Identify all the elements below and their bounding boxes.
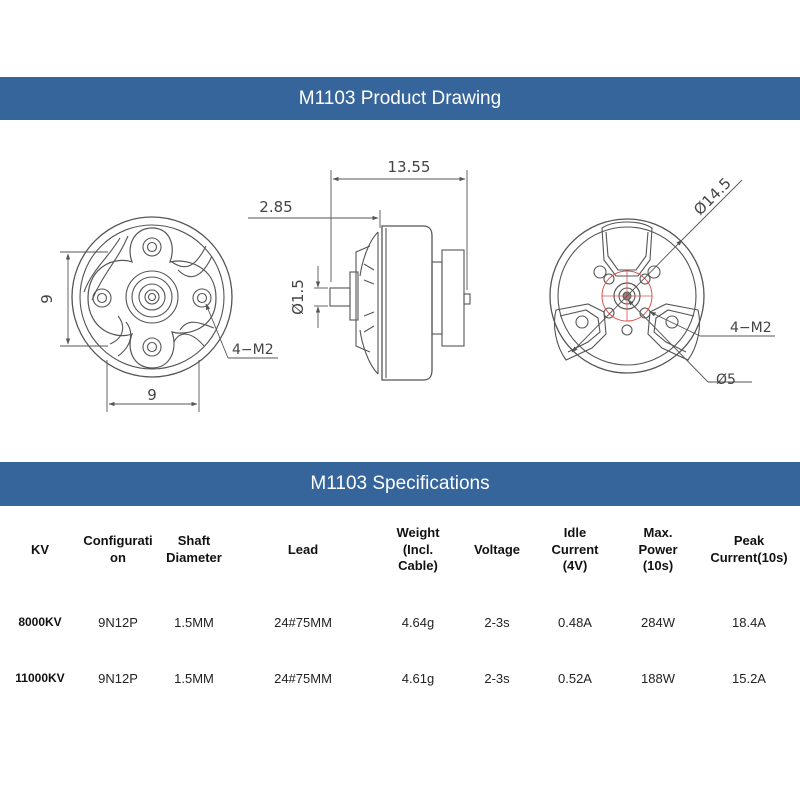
side-view — [329, 225, 471, 381]
column-header-text: KV — [30, 541, 50, 557]
table-cell: 1.5MM — [174, 614, 214, 630]
table-cell: 4.64g — [401, 614, 435, 630]
column-header-text: Lead — [287, 541, 319, 557]
column-header-text: on — [110, 550, 126, 565]
column-header-text: Max. — [643, 524, 673, 540]
table-cell: 1.5MM — [174, 670, 214, 686]
column-header-text: Current(10s) — [710, 550, 788, 565]
shaft-length-dimension: 2.85 — [259, 198, 292, 216]
column-header-text: Configurati — [83, 533, 153, 549]
column-header-text: Shaft — [177, 533, 211, 549]
overall-length-dimension: 13.55 — [388, 158, 431, 176]
product-drawing: 9 9 4−M2 13.55 2.85 Ø1.5 — [38, 158, 775, 412]
column-header-text: Cable) — [398, 558, 438, 574]
column-header-text: (Incl. — [402, 541, 434, 557]
table-cell: 284W — [641, 614, 675, 630]
rear-view-dimensions — [571, 179, 775, 383]
table-cell: 24#75MM — [274, 670, 332, 686]
drawing-title-banner: M1103 Product Drawing — [0, 77, 800, 120]
table-row: 11000KV 9N12P 1.5MM 24#75MM 4.61g 2-3s 0.52A 18… — [0, 650, 800, 706]
rear-hole-callout: 4−M2 — [730, 320, 772, 336]
front-view — [71, 216, 233, 378]
column-header-text: Voltage — [474, 541, 520, 557]
kv-cell: 8000KV — [18, 615, 62, 629]
table-cell: 18.4A — [732, 614, 766, 630]
table-cell: 9N12P — [98, 614, 138, 630]
kv-cell: 11000KV — [15, 671, 65, 685]
column-header: KV — [0, 506, 80, 594]
column-header: Weight(Incl.Cable) — [374, 506, 462, 594]
column-header-text: (4V) — [562, 558, 588, 574]
front-view-dimensions — [60, 251, 278, 412]
table-cell: 2-3s — [484, 614, 510, 630]
specs-title: M1103 Specifications — [310, 473, 490, 494]
column-header: Max.Power(10s) — [618, 506, 698, 594]
side-view-dimensions — [248, 170, 468, 328]
table-cell: 24#75MM — [274, 614, 332, 630]
rear-outer-diameter-dimension: Ø14.5 — [690, 174, 735, 219]
column-header: Voltage — [462, 506, 532, 594]
column-header-text: Weight — [396, 524, 440, 540]
table-cell: 4.61g — [401, 670, 435, 686]
column-header: Lead — [232, 506, 374, 594]
front-height-dimension: 9 — [38, 294, 56, 304]
table-row: 8000KV 9N12P 1.5MM 24#75MM 4.64g 2-3s 0.48A 284… — [0, 594, 800, 650]
front-hole-callout: 4−M2 — [232, 342, 274, 358]
bolt-circle-dimension: Ø5 — [716, 372, 736, 388]
shaft-diameter-dimension: Ø1.5 — [289, 279, 307, 315]
table-cell: 2-3s — [484, 670, 510, 686]
table-cell: 188W — [641, 670, 675, 686]
column-header-text: (10s) — [642, 558, 674, 574]
table-cell: 15.2A — [732, 670, 766, 686]
drawing-title: M1103 Product Drawing — [298, 87, 502, 109]
table-cell: 9N12P — [98, 670, 138, 686]
table-cell: 0.48A — [558, 614, 592, 630]
column-header-text: Power — [638, 541, 678, 557]
specs-title-banner: M1103 Specifications — [0, 462, 800, 506]
column-header-text: Diameter — [166, 550, 222, 565]
specs-body: 8000KV 9N12P 1.5MM 24#75MM 4.64g 2-3s 0.48A 284… — [0, 594, 800, 706]
column-header-text: Idle — [563, 524, 587, 540]
column-header-text: Current — [551, 541, 599, 557]
table-cell: 0.52A — [558, 670, 592, 686]
column-header-text: Peak — [733, 533, 765, 549]
front-width-dimension: 9 — [147, 386, 157, 404]
